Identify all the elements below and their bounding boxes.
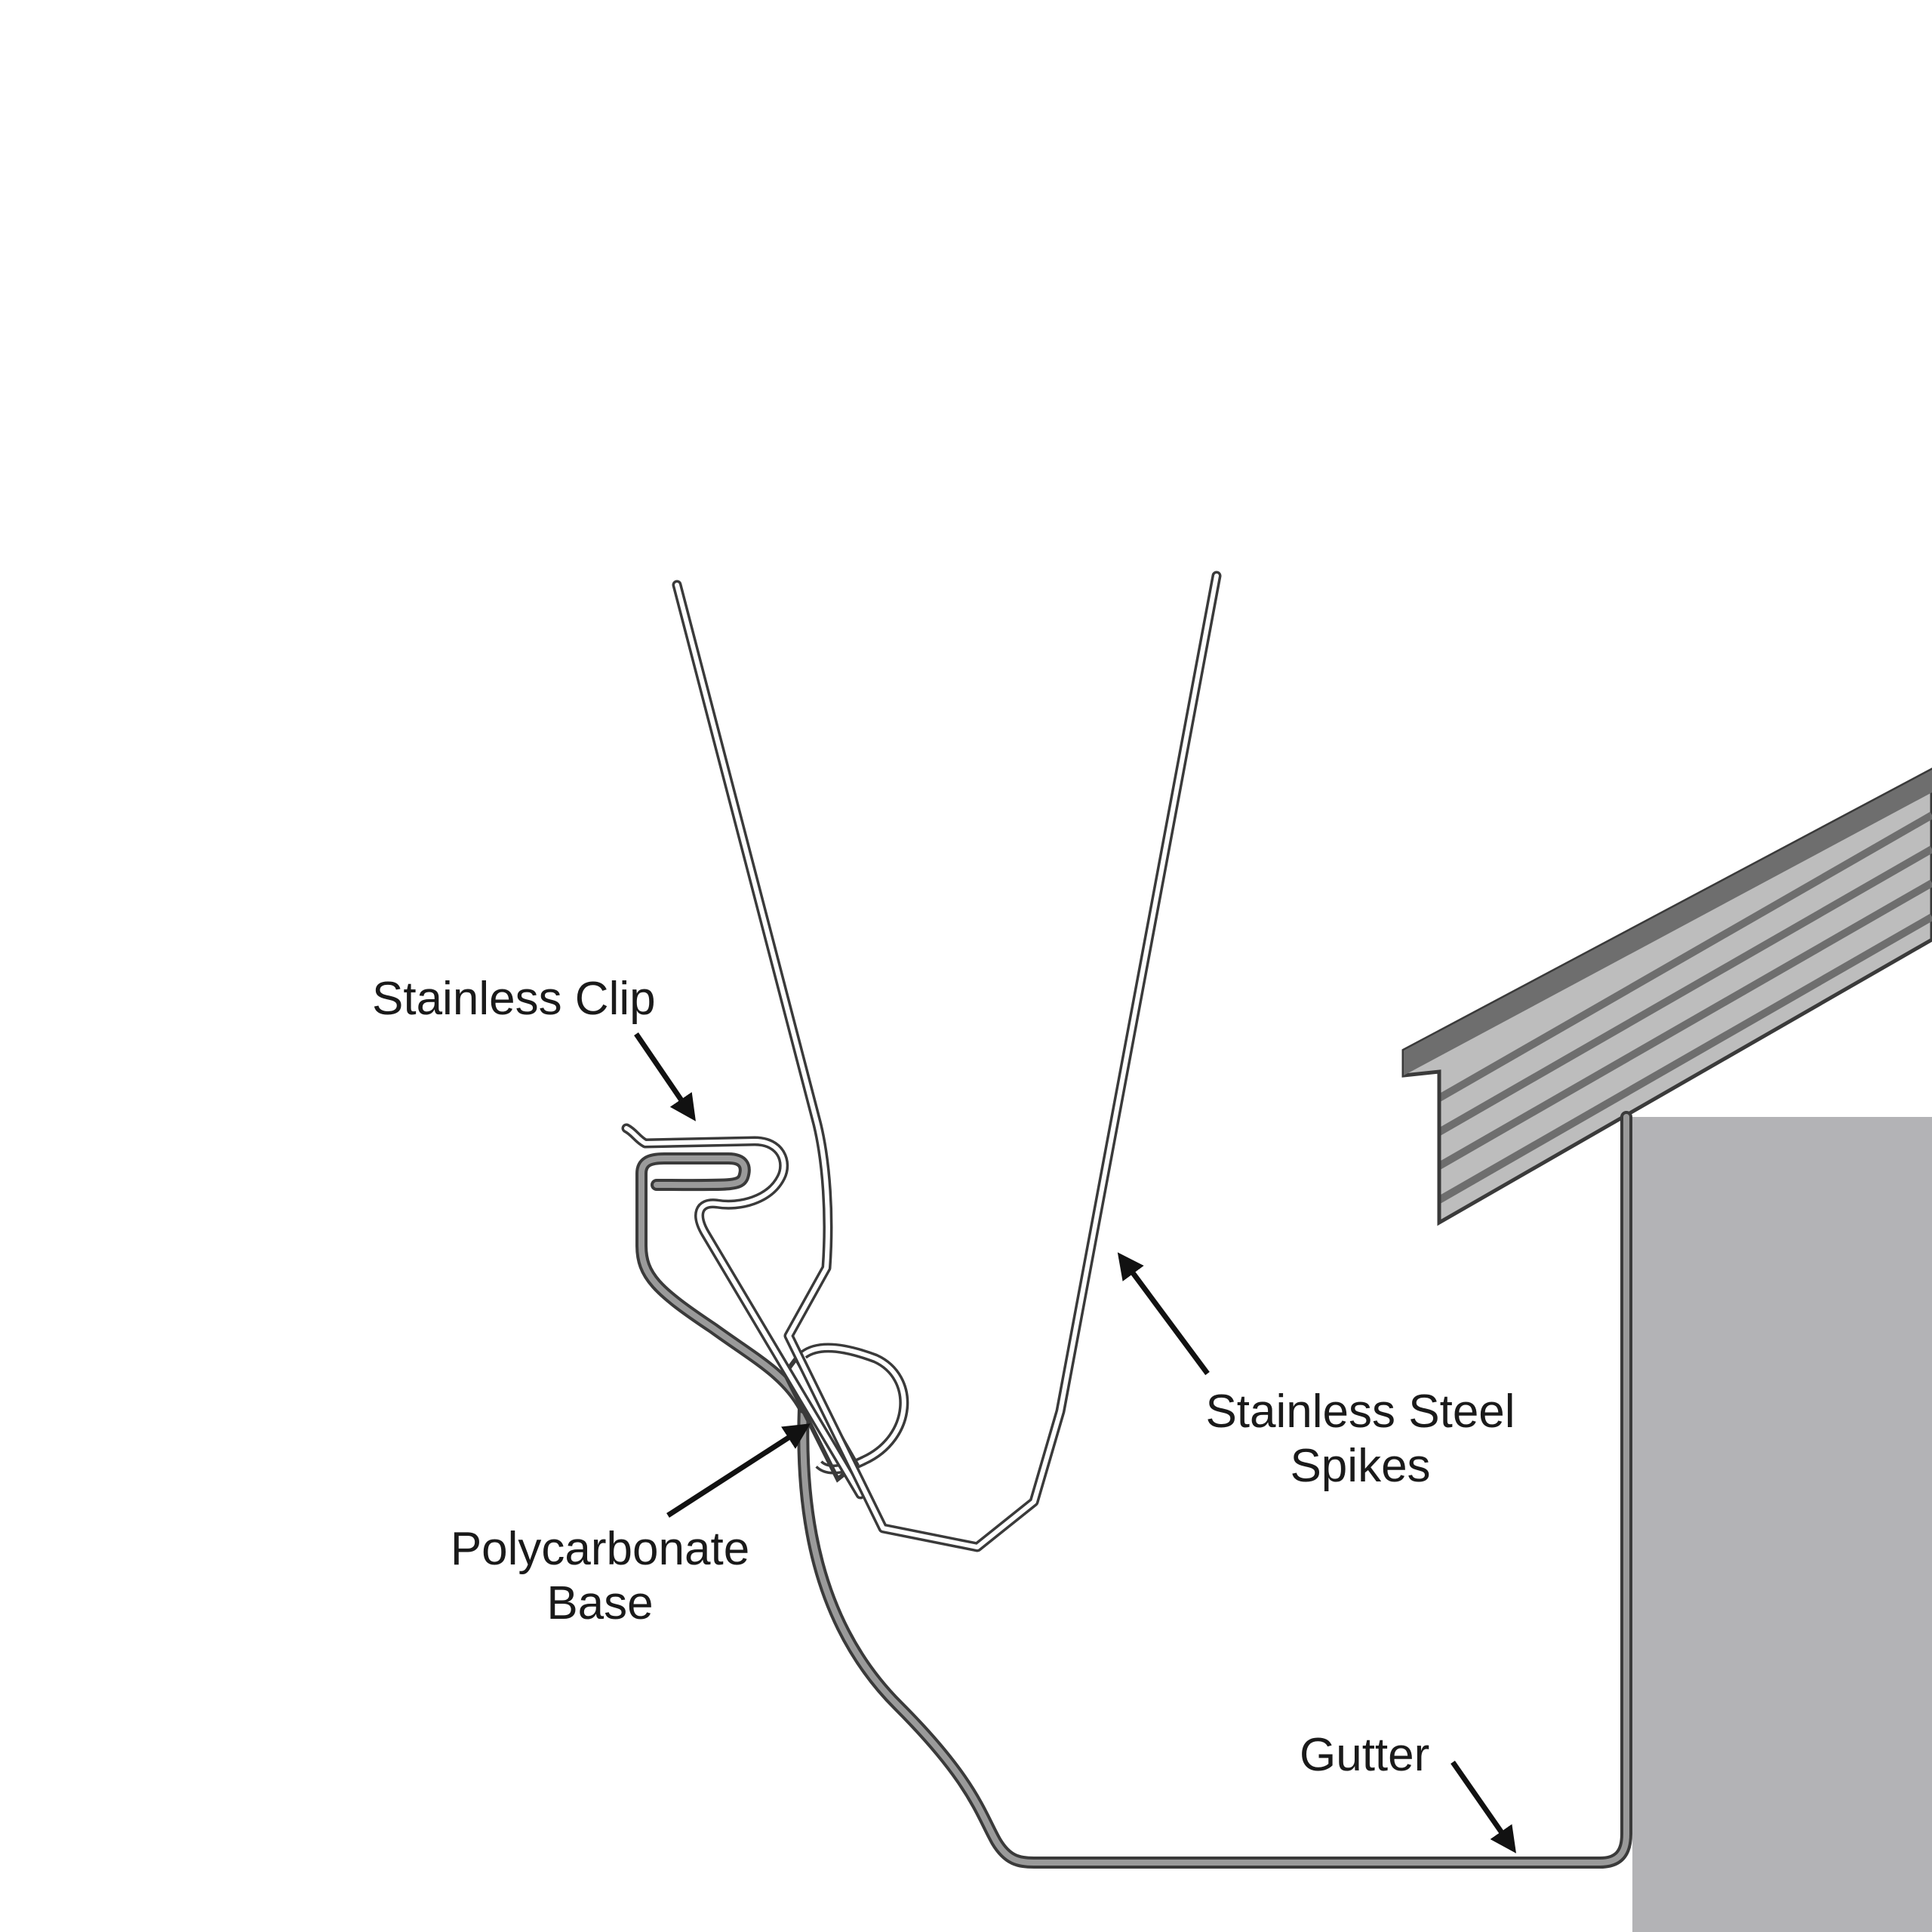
polycarbonate-base-label-line2: Base bbox=[546, 1577, 654, 1629]
stainless-steel-spikes-label-line2: Spikes bbox=[1290, 1440, 1431, 1492]
gutter-label: Gutter bbox=[1300, 1729, 1430, 1781]
polycarbonate-base-arrow bbox=[666, 1423, 811, 1518]
roof-eave bbox=[1401, 768, 1932, 1226]
polycarbonate-base bbox=[635, 1152, 909, 1483]
polycarbonate-base-label-line1: Polycarbonate bbox=[450, 1523, 750, 1575]
stainless-steel-spikes-arrow bbox=[1117, 1252, 1210, 1376]
gutter bbox=[797, 1111, 1632, 1869]
gutter-arrow bbox=[1451, 1761, 1516, 1854]
house-wall bbox=[1632, 1117, 1932, 1932]
stainless-steel-spikes-label: Stainless Steel Spikes bbox=[1192, 1385, 1528, 1494]
stainless-steel-spikes-label-line1: Stainless Steel bbox=[1205, 1386, 1515, 1438]
stainless-clip bbox=[621, 1123, 866, 1500]
stainless-steel-spikes bbox=[672, 571, 1222, 1552]
stainless-clip-arrow bbox=[634, 1032, 696, 1121]
stainless-clip-label: Stainless Clip bbox=[372, 973, 656, 1025]
polycarbonate-base-label: Polycarbonate Base bbox=[434, 1522, 766, 1631]
